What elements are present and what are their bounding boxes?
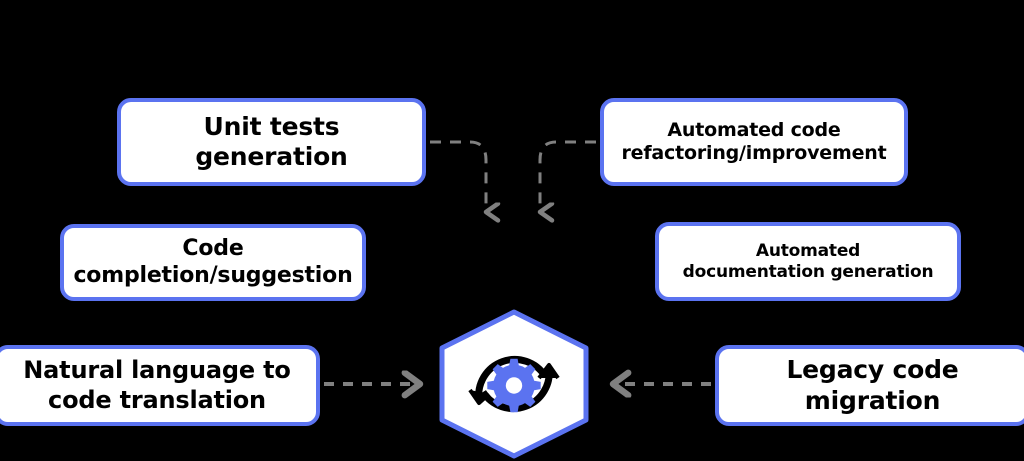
refresh-cycle-icon <box>475 356 553 412</box>
node-natural-language-to-code-translation[interactable]: Natural language to code translation <box>0 345 320 426</box>
node-automated-code-refactoring[interactable]: Automated code refactoring/improvement <box>600 98 908 186</box>
cycle-arrowhead-up <box>537 363 560 380</box>
node-automated-code-refactoring-label: Automated code refactoring/improvement <box>621 118 887 164</box>
node-code-completion-suggestion[interactable]: Code completion/suggestion <box>60 224 366 301</box>
node-natural-language-to-code-translation-label: Natural language to code translation <box>23 356 291 414</box>
central-hub[interactable] <box>434 308 594 460</box>
cycle-arrowhead-down <box>468 388 491 405</box>
node-automated-documentation-generation-label: Automated documentation generation <box>682 240 934 282</box>
node-automated-documentation-generation[interactable]: Automated documentation generation <box>655 222 961 301</box>
gear-icon <box>487 358 541 413</box>
node-legacy-code-migration-label: Legacy code migration <box>786 355 959 415</box>
node-code-completion-suggestion-label: Code completion/suggestion <box>73 235 353 288</box>
node-unit-tests-generation[interactable]: Unit tests generation <box>117 98 426 186</box>
node-unit-tests-generation-label: Unit tests generation <box>195 111 348 172</box>
connector-refactoring-to-hub <box>540 140 596 212</box>
connector-unit-tests-to-hub <box>430 140 486 212</box>
node-legacy-code-migration[interactable]: Legacy code migration <box>715 345 1024 426</box>
